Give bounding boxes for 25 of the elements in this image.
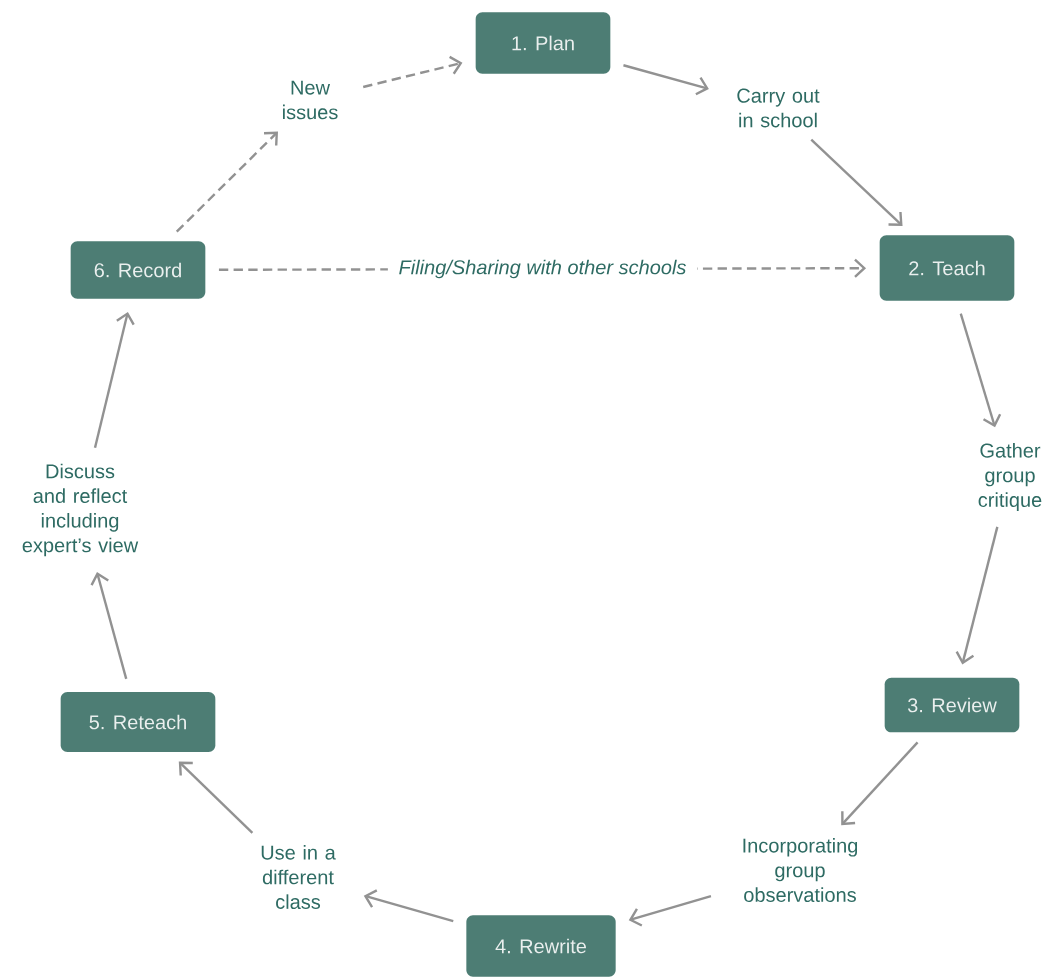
arrow bbox=[93, 311, 135, 449]
arrow bbox=[623, 64, 709, 96]
arrow bbox=[955, 526, 999, 665]
dashed-arrow bbox=[362, 55, 463, 89]
arrow bbox=[178, 761, 254, 834]
step-box: 1. Plan bbox=[475, 12, 611, 74]
step-label: Incorporating group observations bbox=[743, 838, 858, 902]
step-label: Carry out in school bbox=[737, 88, 820, 128]
arrow bbox=[841, 741, 919, 826]
arrow bbox=[810, 138, 903, 226]
step-label: Gather group critique bbox=[978, 443, 1042, 511]
arrow bbox=[959, 313, 1002, 428]
step-label: Discuss and reflect including expert’s view bbox=[22, 463, 139, 557]
step-box: 2. Teach bbox=[879, 235, 1015, 301]
arrow bbox=[628, 894, 712, 927]
step-box: 5. Reteach bbox=[60, 692, 216, 752]
dashed-arrow bbox=[175, 131, 278, 233]
arrow bbox=[90, 572, 128, 680]
step-box: 4. Rewrite bbox=[466, 915, 616, 977]
step-box: 6. Record bbox=[70, 241, 206, 299]
step-label: Use in a different class bbox=[261, 845, 336, 909]
step-box: 3. Review bbox=[884, 677, 1020, 733]
step-label: New issues bbox=[283, 80, 338, 120]
edge-label: Filing/Sharing with other schools bbox=[387, 255, 698, 283]
arrow bbox=[363, 889, 454, 923]
